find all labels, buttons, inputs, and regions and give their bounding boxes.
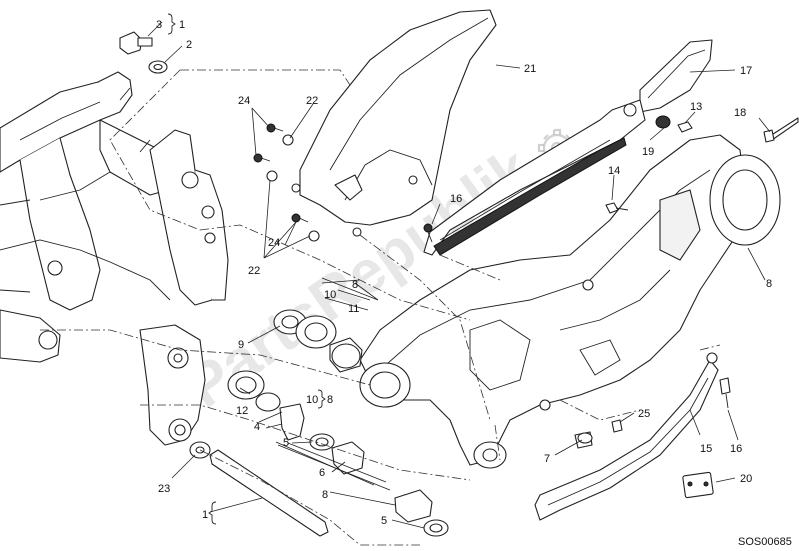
- rear-mudguard: [299, 9, 497, 237]
- callout-5-lower: 5: [381, 515, 387, 527]
- callout-5-upper: 5: [283, 437, 289, 449]
- callout-15: 15: [700, 443, 712, 455]
- callout-6: 6: [319, 467, 325, 479]
- callout-24-bottom: 24: [268, 237, 280, 249]
- callout-20: 20: [740, 473, 752, 485]
- hardware: [119, 31, 799, 537]
- callout-9: 9: [238, 339, 244, 351]
- callout-22-bottom: 22: [248, 265, 260, 277]
- callout-13: 13: [690, 101, 702, 113]
- callout-10-top: 10: [324, 289, 336, 301]
- callout-3: 3: [156, 19, 162, 31]
- callout-21: 21: [524, 63, 536, 75]
- callout-12: 12: [236, 405, 248, 417]
- callout-19: 19: [642, 146, 654, 158]
- callout-7: 7: [544, 453, 550, 465]
- drawing-code: SOS00685: [738, 536, 792, 548]
- callout-23: 23: [158, 483, 170, 495]
- callout-4: 4: [254, 421, 260, 433]
- callout-14: 14: [608, 165, 620, 177]
- braces: [167, 13, 326, 525]
- callouts: 3 1 2 24 22 21 17 13 18 19 14 16 24 22 8…: [156, 19, 772, 527]
- callout-10-mid: 10: [306, 394, 318, 406]
- callout-8-top-left: 8: [352, 279, 358, 291]
- callout-8-mid: 8: [327, 394, 333, 406]
- callout-18: 18: [734, 107, 746, 119]
- callout-2: 2: [186, 39, 192, 51]
- frame: [0, 71, 229, 446]
- callout-24-top: 24: [238, 95, 250, 107]
- callout-17: 17: [740, 65, 752, 77]
- callout-8-right: 8: [766, 278, 772, 290]
- leader-lines: [147, 21, 771, 529]
- centerlines: [40, 69, 721, 546]
- callout-1-top: 1: [179, 19, 185, 31]
- chain-guard: [423, 39, 713, 256]
- callout-16-top: 16: [450, 193, 462, 205]
- swingarm: [359, 134, 781, 469]
- callout-8-lower: 8: [322, 489, 328, 501]
- callout-16-bottom: 16: [730, 443, 742, 455]
- chain-slider: [534, 352, 719, 521]
- callout-22-top: 22: [306, 95, 318, 107]
- callout-11: 11: [348, 303, 359, 315]
- callout-1-bottom: 1: [202, 509, 208, 521]
- callout-25: 25: [638, 408, 650, 420]
